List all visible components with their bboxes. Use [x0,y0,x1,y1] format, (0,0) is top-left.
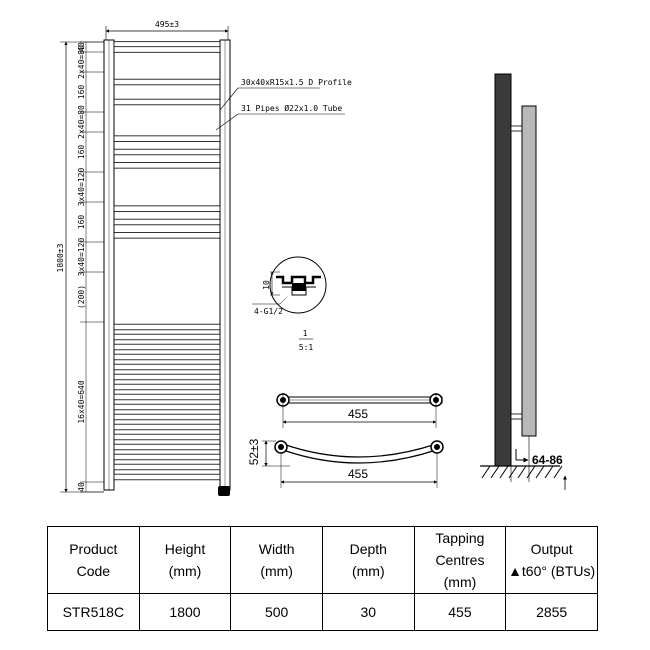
centres-label-straight: 455 [348,407,368,421]
heating-bar [113,423,221,431]
cell-tapping-centres: 455 [413,593,507,631]
cell-output: 2855 [505,593,598,631]
spacing-label: (200) [77,285,86,309]
plan-view-straight: 455 [276,393,443,428]
bottom-valve [218,486,230,496]
wall [494,73,512,467]
bow-label: 52±3 [247,438,261,465]
cell-depth: 30 [321,593,415,631]
heating-bar [113,343,221,351]
spacing-label: 160 [77,215,86,230]
heating-bar [113,333,221,341]
hatch-line [490,465,500,479]
heating-bars [113,41,221,481]
wall-gap-label: 64-86 [532,453,563,467]
scale-numerator: 1 [303,329,308,338]
heating-bar [113,443,221,451]
heating-bar [113,78,221,86]
scale-denominator: 5:1 [299,343,314,352]
cell-width: 500 [230,593,323,631]
heating-bar [113,383,221,391]
spacing-label: 3x40=120 [77,168,86,207]
header-width: Width(mm) [230,526,323,594]
heating-bar [113,323,221,331]
cell-height: 1800 [138,593,232,631]
spacing-label: 40 [77,42,86,52]
heating-bar [113,433,221,441]
tube-note: 31 Pipes Ø22x1.0 Tube [241,103,342,113]
centres-label-curved: 455 [348,467,368,481]
width-dimension-label: 495±3 [155,20,179,29]
technical-drawing: 495±3 1800±3 402x40=801602x40=801603x40=… [56,20,567,496]
heating-bar [113,135,221,142]
heating-bar [113,473,221,481]
hatch-line [499,465,509,479]
hatch-line [544,465,554,479]
spacing-label: 40 [77,482,86,492]
hatch-line [526,465,536,479]
heating-bar [113,148,221,156]
profile-note: 30x40xR15x1.5 D Profile [241,78,352,87]
heating-bar [113,413,221,421]
heating-bar [113,373,221,381]
depth-label: 10 [262,280,271,290]
heating-bar [113,46,221,53]
front-view: 495±3 1800±3 402x40=801602x40=801603x40=… [56,20,352,496]
floor-hatch [481,465,563,479]
spacing-label: 160 [77,85,86,100]
header-depth: Depth(mm) [321,526,415,594]
heating-bar [113,403,221,411]
hatch-line [553,465,563,479]
heating-bar [113,353,221,361]
plan-view-curved: 455 52±3 [247,438,444,488]
heating-bar [113,162,221,169]
table-row: STR518C 1800 500 30 455 2855 [47,593,598,631]
detail-view: 10 4-G1/2 1 5:1 [252,256,327,352]
hatch-line [517,465,527,479]
heating-bar [113,232,221,239]
spacing-label: 3x40=120 [77,238,86,277]
height-dimension-label: 1800±3 [56,243,65,272]
spacing-label: 2x40=80 [77,105,86,139]
hatch-line [508,465,518,479]
hatch-line [481,465,491,479]
header-output: Output▲t60° (BTUs) [505,526,598,594]
spacing-label: 16x40=640 [77,380,86,424]
side-view: 64-86 [480,73,567,490]
heating-bar [113,453,221,461]
spacing-label: 2x40=80 [77,45,86,79]
heating-bar [113,98,221,106]
cell-product-code: STR518C [47,593,140,631]
heating-bar [113,218,221,226]
heating-bar [113,463,221,471]
spacing-label: 160 [77,145,86,160]
heating-bar [113,393,221,401]
header-height: Height(mm) [138,526,232,594]
heating-bar [113,363,221,371]
radiator-side [521,105,537,437]
thread-label: 4-G1/2 [254,307,283,316]
hatch-line [535,465,545,479]
heating-bar [113,205,221,212]
